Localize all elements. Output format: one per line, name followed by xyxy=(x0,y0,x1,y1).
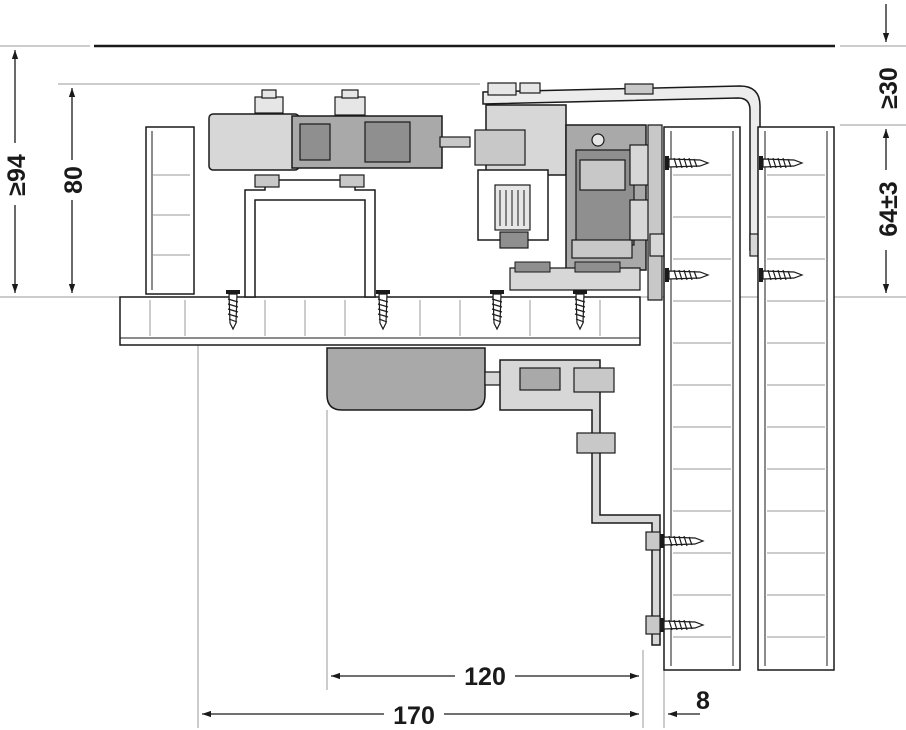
dim-adjust-range-label: 64±3 xyxy=(875,181,903,236)
dim-door-offset-label: 120 xyxy=(464,663,506,691)
angle-bracket xyxy=(499,359,661,646)
dim-panel-offset-label: 170 xyxy=(393,702,435,730)
dim-top-gap-label: ≥30 xyxy=(875,67,903,109)
running-gear-left xyxy=(208,89,471,298)
left-side-panel xyxy=(145,126,195,295)
soft-close-cylinder xyxy=(326,347,506,411)
dim-panel-thickness-label: 8 xyxy=(696,687,710,715)
dim-track-height-label: 80 xyxy=(60,166,88,194)
door-panel-inner xyxy=(663,126,741,671)
door-panel-outer xyxy=(757,126,835,671)
dim-ceiling-clearance-label: ≥94 xyxy=(3,154,31,196)
damper-carriage xyxy=(474,104,796,301)
